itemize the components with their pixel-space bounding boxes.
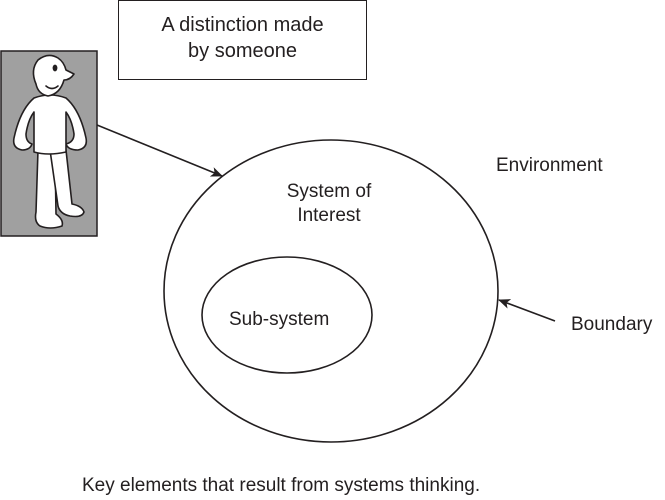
boundary-arrow [498,299,556,322]
system-of-interest-line-1: System of [286,181,372,202]
distinction-box: A distinction made by someone [118,0,367,80]
subsystem-label: Sub-system [229,309,330,330]
observer-arrow [96,124,223,177]
person-icon [12,54,88,229]
observer-panel [0,50,98,237]
system-boundary-ellipse [163,139,499,443]
system-of-interest-line-2: Interest [297,205,361,226]
environment-label: Environment [496,155,603,176]
system-of-interest-label: System of Interest [270,180,388,228]
distinction-line-1: A distinction made [161,14,324,36]
figure-caption: Key elements that result from systems th… [82,475,481,496]
subsystem-ellipse [201,256,373,374]
person-face [45,64,59,90]
boundary-label: Boundary [571,314,653,335]
distinction-line-2: by someone [188,40,297,62]
